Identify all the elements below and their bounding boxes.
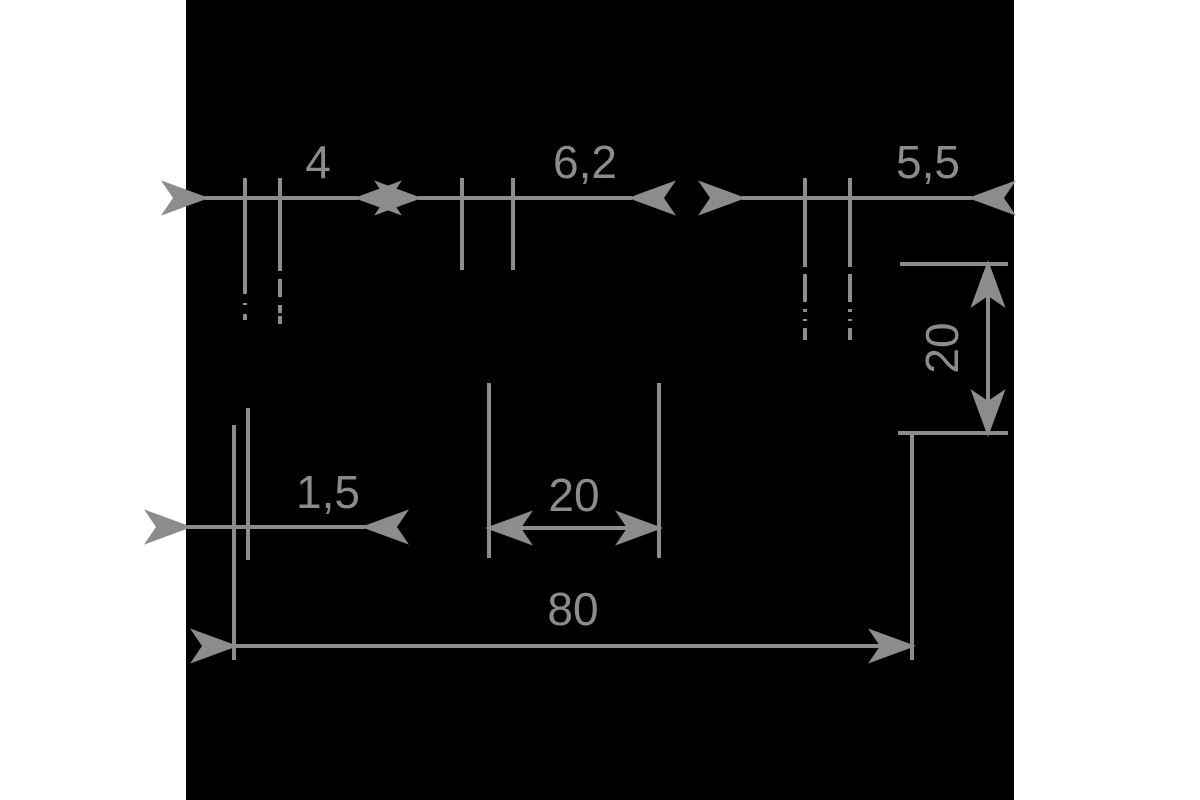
dim-label-80: 80: [547, 583, 598, 635]
dim-label-6-2: 6,2: [553, 136, 617, 188]
dim-label-5-5: 5,5: [896, 136, 960, 188]
drawing-background: [186, 0, 1014, 800]
dim-label-20-horizontal: 20: [548, 469, 599, 521]
dim-label-20-vertical: 20: [916, 322, 968, 373]
dim-label-1-5: 1,5: [296, 466, 360, 518]
dim-label-4: 4: [305, 136, 331, 188]
